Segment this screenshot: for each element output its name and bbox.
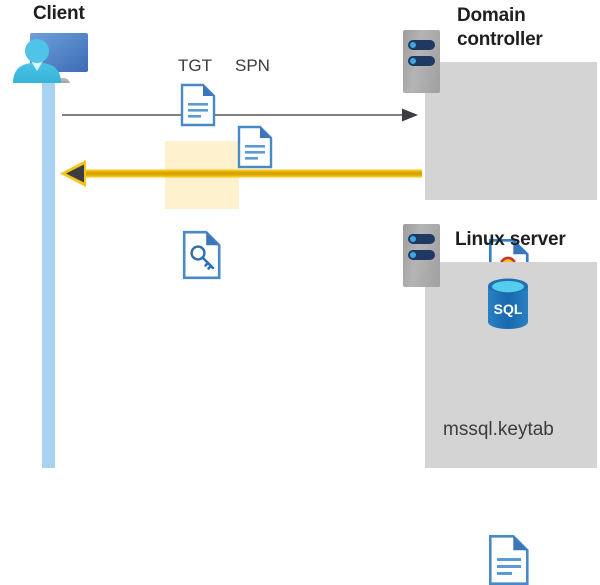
server-slot [408, 56, 435, 66]
domain-controller-title-line1: Domain [457, 5, 526, 26]
client-lifeline [42, 72, 55, 468]
tgt-label: TGT [178, 56, 212, 75]
server-slot [408, 40, 435, 50]
request-arrow [62, 108, 418, 122]
linux-server-rack-icon [403, 224, 440, 287]
linux-server-title: Linux server [455, 229, 566, 250]
spn-label: SPN [235, 56, 270, 75]
sql-database-label: SQL [494, 301, 523, 317]
keytab-document [489, 535, 600, 585]
spn-document [237, 125, 600, 169]
domain-controller-server-rack-icon [403, 30, 440, 93]
response-arrow [60, 160, 422, 188]
server-slot [408, 234, 435, 244]
domain-controller-title-line2: controller [457, 29, 543, 50]
domain-controller-zone [425, 62, 597, 200]
domain-controller-title: Domain controller [457, 4, 597, 52]
diagram-canvas: Client [8, 3, 600, 585]
server-slot [408, 250, 435, 260]
keytab-filename-label: mssql.keytab [443, 419, 554, 440]
tgt-document [180, 83, 600, 127]
service-ticket-key-document [182, 230, 600, 280]
sql-database-icon: SQL [484, 277, 532, 336]
user-workstation-icon [8, 27, 98, 87]
client-title: Client [33, 3, 85, 24]
